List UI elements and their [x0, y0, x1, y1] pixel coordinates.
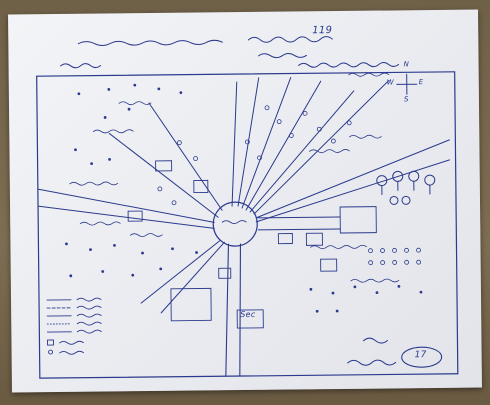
building-markers	[127, 160, 377, 329]
title-scribble-1	[77, 39, 223, 46]
title-scribble-3	[257, 53, 307, 59]
south-road-left	[225, 243, 230, 377]
compass-west-label: W	[386, 78, 395, 87]
tree-symbols	[376, 170, 436, 205]
sec-box-label: Sec	[240, 309, 256, 320]
house-circles	[157, 105, 422, 266]
compass-south-label: S	[403, 95, 409, 104]
signature-oval	[401, 346, 443, 368]
map-border	[36, 71, 459, 379]
road-label-scribbles	[69, 72, 400, 283]
signature-scribble-2	[347, 359, 397, 366]
legend-lines	[46, 297, 102, 355]
title-number: 119	[312, 25, 333, 37]
compass-north-label: N	[403, 60, 410, 69]
house-dots	[65, 83, 423, 313]
chowk-label-scribble	[221, 220, 247, 225]
radial-roads	[37, 77, 451, 314]
title-scribble-2	[247, 36, 333, 43]
east-road-bottom	[257, 228, 341, 231]
central-chowk	[212, 201, 258, 247]
east-road-top	[257, 216, 341, 219]
hand-drawn-map-sheet: 119 N E W S Sec 17	[8, 9, 482, 393]
map-drawing	[36, 36, 459, 379]
compass-east-label: E	[418, 78, 424, 87]
header-right-scribble	[298, 62, 400, 68]
signature-scribble-1	[362, 337, 388, 344]
subtitle-scribble	[60, 63, 102, 69]
signature-number: 17	[414, 350, 427, 361]
